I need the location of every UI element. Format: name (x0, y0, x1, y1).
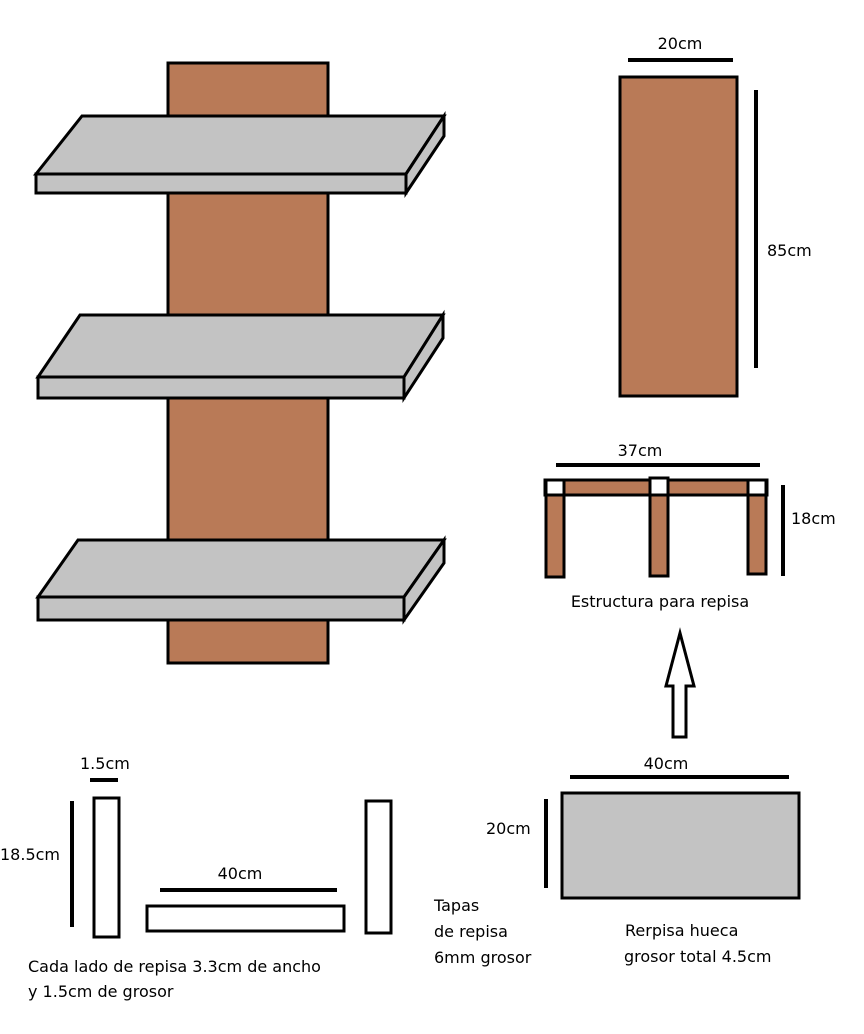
board-width-label: 20cm (658, 34, 703, 53)
board-height-label: 85cm (767, 241, 812, 260)
hollow-shelf-detail: 40cm 20cm Rerpisa hueca grosor total 4.5… (486, 754, 801, 966)
shelf-rect (560, 791, 801, 900)
side-height-label: 18.5cm (0, 845, 60, 864)
covers-line1: Tapas (433, 896, 479, 915)
shelf-assembly (32, 61, 447, 665)
shelf-caption-line2: grosor total 4.5cm (624, 947, 771, 966)
frame-caption: Estructura para repisa (571, 592, 749, 611)
sides-caption-line2: y 1.5cm de grosor (28, 982, 174, 1001)
shelf-depth-label: 20cm (486, 819, 531, 838)
covers-note: Tapas de repisa 6mm grosor (433, 896, 532, 967)
side-length-label: 40cm (218, 864, 263, 883)
frame-structure: 37cm 18cm Estructura para repisa (543, 441, 836, 611)
shelf-top (32, 110, 447, 198)
covers-line2: de repisa (434, 922, 508, 941)
board-rect (618, 75, 739, 398)
shelf-caption-line1: Rerpisa hueca (625, 921, 738, 940)
shelf-sides-detail: 1.5cm 18.5cm 40cm Cada lado de repisa 3.… (0, 754, 393, 1001)
shelf-width-label: 40cm (644, 754, 689, 773)
shelf-middle (35, 309, 446, 404)
frame-height-label: 18cm (791, 509, 836, 528)
side-thickness-label: 1.5cm (80, 754, 130, 773)
side-piece-left (92, 796, 121, 939)
side-piece-bottom (145, 904, 346, 933)
arrow-up-icon (664, 627, 696, 739)
board-detail: 20cm 85cm (618, 34, 812, 398)
side-piece-right (364, 799, 393, 935)
frame-width-label: 37cm (618, 441, 663, 460)
sides-caption-line1: Cada lado de repisa 3.3cm de ancho (28, 957, 321, 976)
shelf-bottom (35, 535, 447, 625)
covers-line3: 6mm grosor (434, 948, 532, 967)
